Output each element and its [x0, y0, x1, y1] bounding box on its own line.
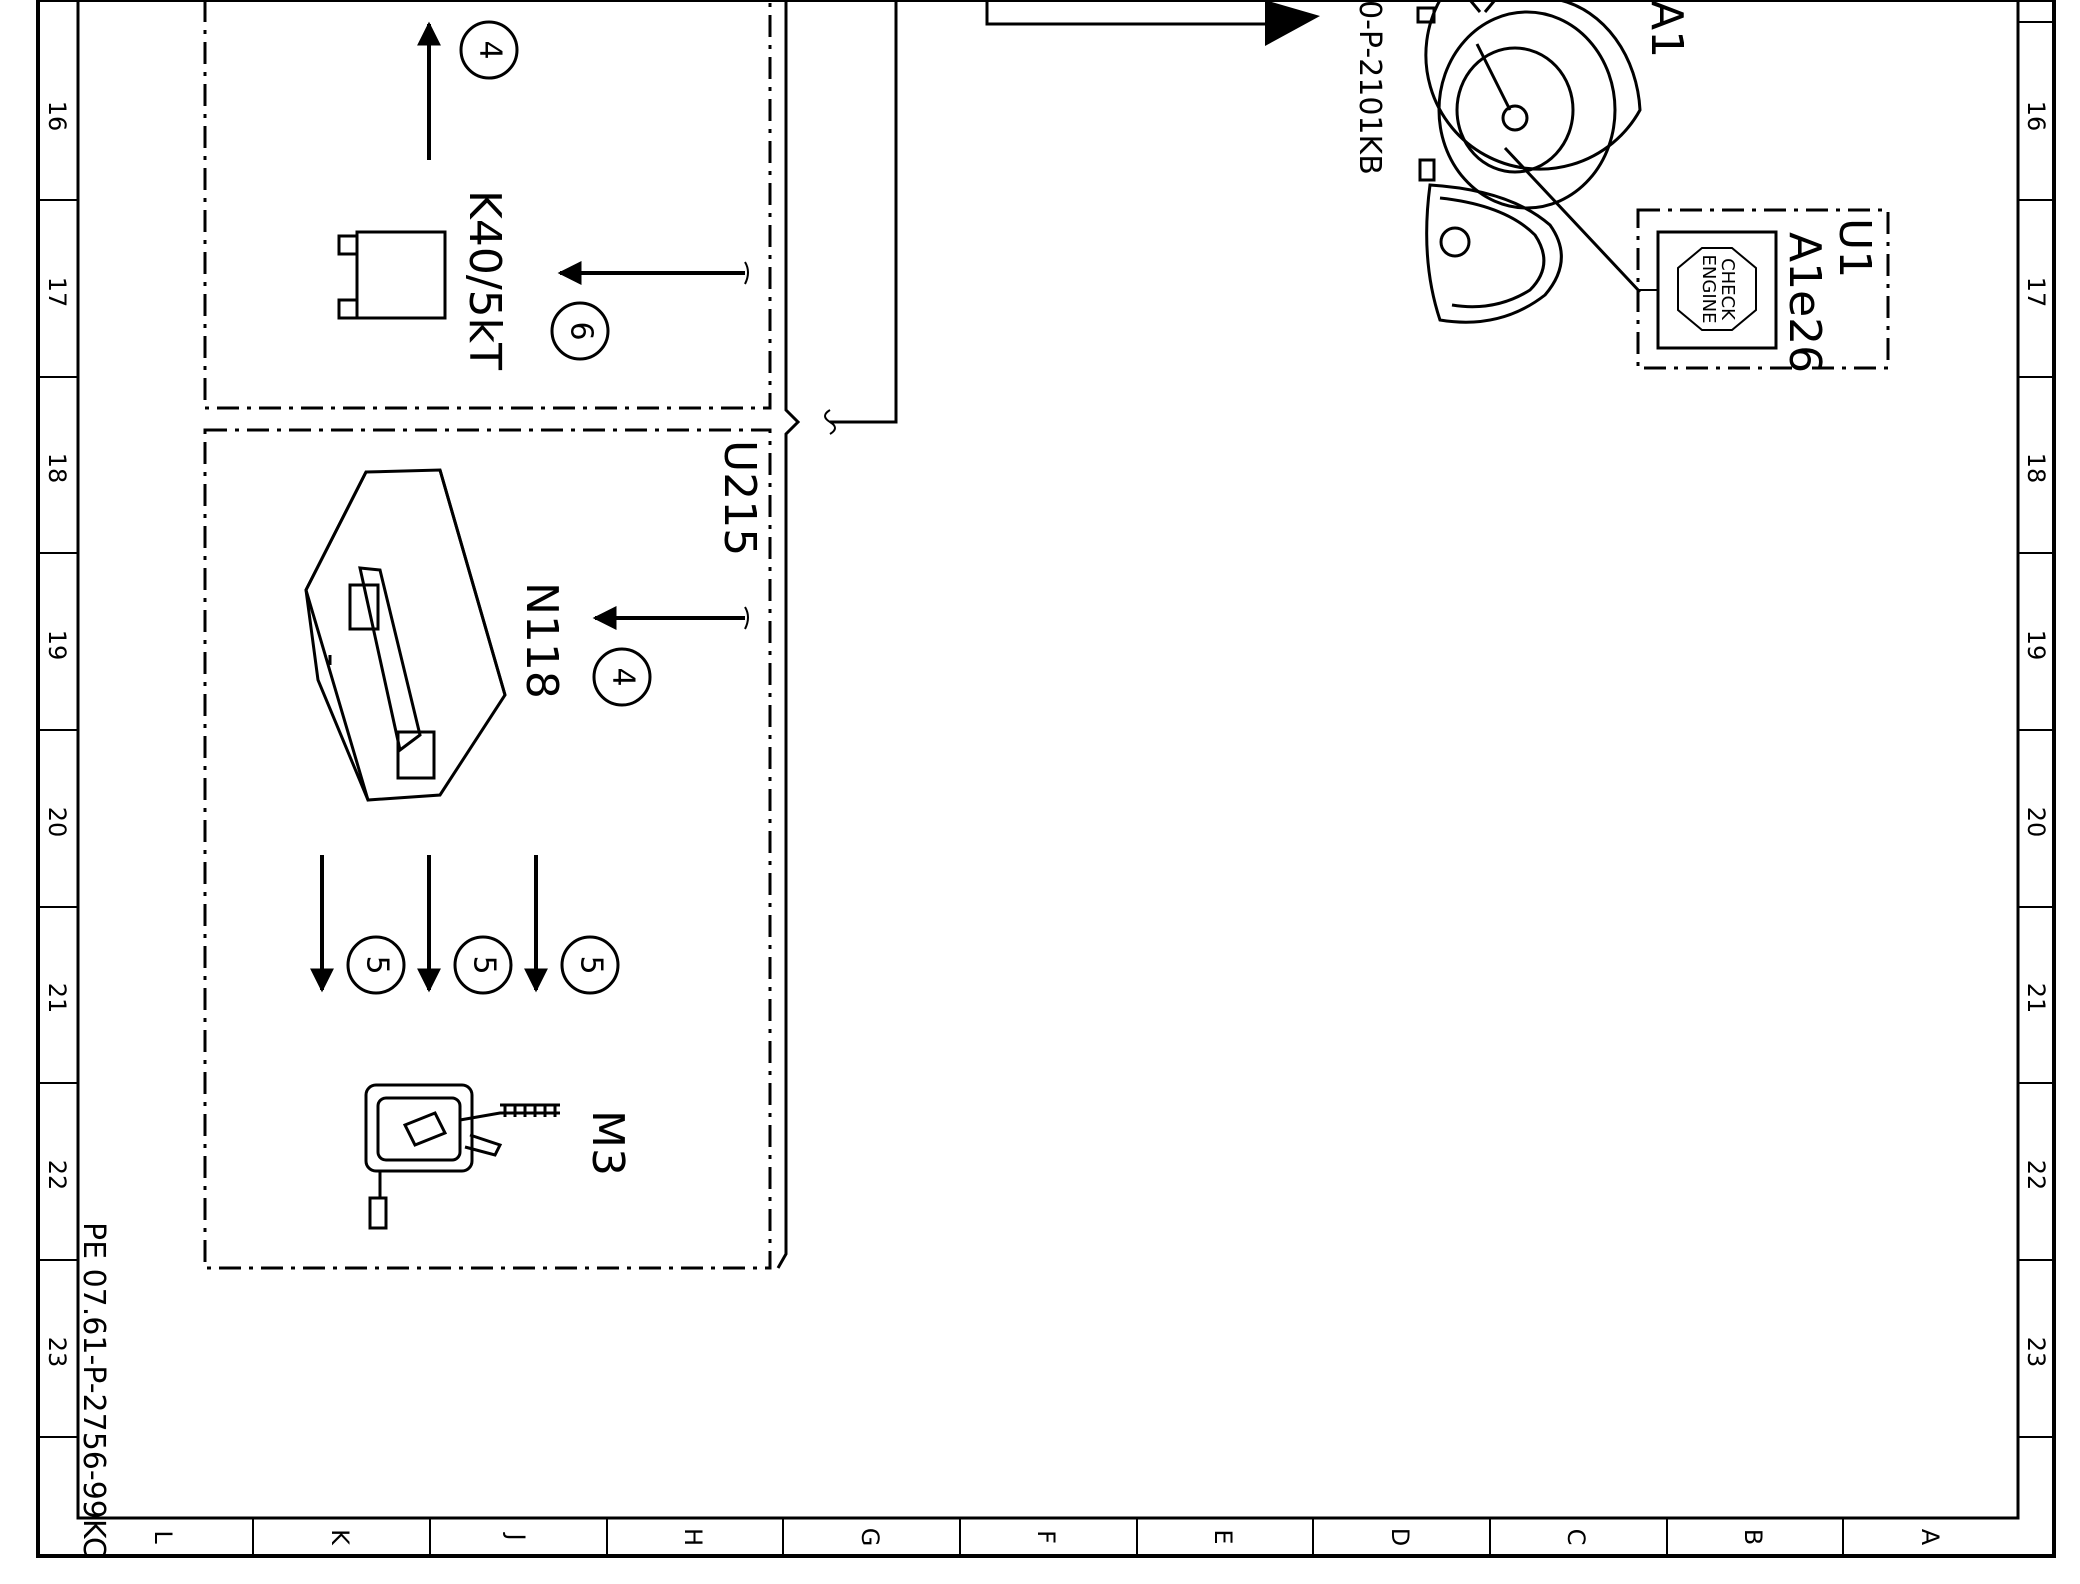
lamp-octagon	[1677, 247, 1757, 331]
cluster-lead-line	[830, 0, 898, 424]
left-ruler-17: 17	[43, 277, 71, 308]
bottom-ruler-H: H	[679, 1528, 707, 1546]
lamp-lead-line	[1503, 146, 1642, 294]
right-ruler-16: 16	[2022, 101, 2050, 132]
upper-group-box	[203, 0, 772, 410]
m3-callout-a: 5	[360, 955, 395, 974]
bottom-ruler-J: J	[502, 1531, 530, 1540]
left-ruler-21: 21	[43, 983, 71, 1014]
inner-frame	[76, 0, 2020, 1520]
left-ruler	[38, 199, 78, 1438]
left-ruler-16: 16	[43, 101, 71, 132]
instrument-cluster-icon	[1416, 0, 1642, 324]
outer-frame	[36, 0, 2056, 1558]
right-ruler-20: 20	[2022, 807, 2050, 838]
right-ruler-23: 23	[2022, 1337, 2050, 1368]
m3-callout-b-circle	[453, 935, 513, 995]
bottom-ruler-A: A	[1916, 1529, 1944, 1546]
cluster-ref-label: 0-P-2101KB	[1352, 0, 1387, 175]
n118-callout: 4	[606, 667, 641, 686]
right-ruler-18: 18	[2022, 453, 2050, 484]
lead-tilde	[824, 409, 836, 435]
motor-icon	[364, 1083, 560, 1230]
relay-left-tilde	[744, 261, 749, 285]
n118-tilde	[744, 606, 749, 630]
bottom-ruler-G: G	[856, 1528, 884, 1547]
m3-callout-c: 5	[574, 955, 609, 974]
relay-left-callout-circle	[550, 301, 610, 361]
motor-label: M3	[582, 1110, 633, 1176]
lamp-text-check: CHECK	[1717, 258, 1738, 321]
m3-callout-a-circle	[346, 935, 406, 995]
left-ruler-20: 20	[43, 807, 71, 838]
left-ruler-22: 22	[43, 1160, 71, 1191]
relay-left-callout: 6	[564, 321, 599, 340]
u215-label: U215	[714, 440, 765, 556]
cluster-partial-label: A1	[1641, 0, 1692, 58]
cluster-connector-arrowhead	[1265, 0, 1320, 46]
footer-reference: PE 07.61-P-2756-99KC	[76, 1222, 111, 1558]
u215-group-box	[203, 428, 772, 1270]
relay-up-callout: 4	[473, 40, 508, 59]
relay-icon	[337, 230, 447, 320]
right-ruler	[2018, 21, 2054, 1438]
bottom-ruler-K: K	[326, 1529, 354, 1546]
bottom-ruler-B: B	[1739, 1529, 1767, 1545]
n118-callout-circle	[592, 647, 652, 707]
group-bracket	[776, 0, 801, 1269]
right-ruler-21: 21	[2022, 983, 2050, 1014]
cluster-connector-line	[985, 0, 1270, 26]
relay-up-callout-circle	[459, 20, 519, 80]
bottom-ruler-D: D	[1386, 1528, 1414, 1546]
control-unit-label: N118	[516, 582, 567, 699]
control-unit-icon	[304, 468, 507, 802]
bottom-ruler-F: F	[1032, 1530, 1060, 1544]
right-ruler-17: 17	[2022, 277, 2050, 308]
left-ruler-23: 23	[43, 1337, 71, 1368]
m3-callout-c-circle	[560, 935, 620, 995]
left-ruler-19: 19	[43, 630, 71, 661]
relay-label: K40/5kT	[459, 190, 510, 370]
right-ruler-19: 19	[2022, 630, 2050, 661]
bottom-ruler-L: L	[149, 1530, 177, 1544]
m3-callout-b: 5	[467, 955, 502, 974]
bottom-ruler-E: E	[1209, 1529, 1237, 1544]
lamp-text-engine: ENGINE	[1698, 255, 1719, 324]
right-ruler-22: 22	[2022, 1160, 2050, 1191]
bottom-ruler-C: C	[1562, 1529, 1590, 1546]
lamp-group-label: U1	[1829, 218, 1880, 278]
left-ruler-18: 18	[43, 453, 71, 484]
lamp-code-label: A1e26	[1779, 232, 1830, 373]
bottom-ruler	[252, 1518, 1844, 1556]
